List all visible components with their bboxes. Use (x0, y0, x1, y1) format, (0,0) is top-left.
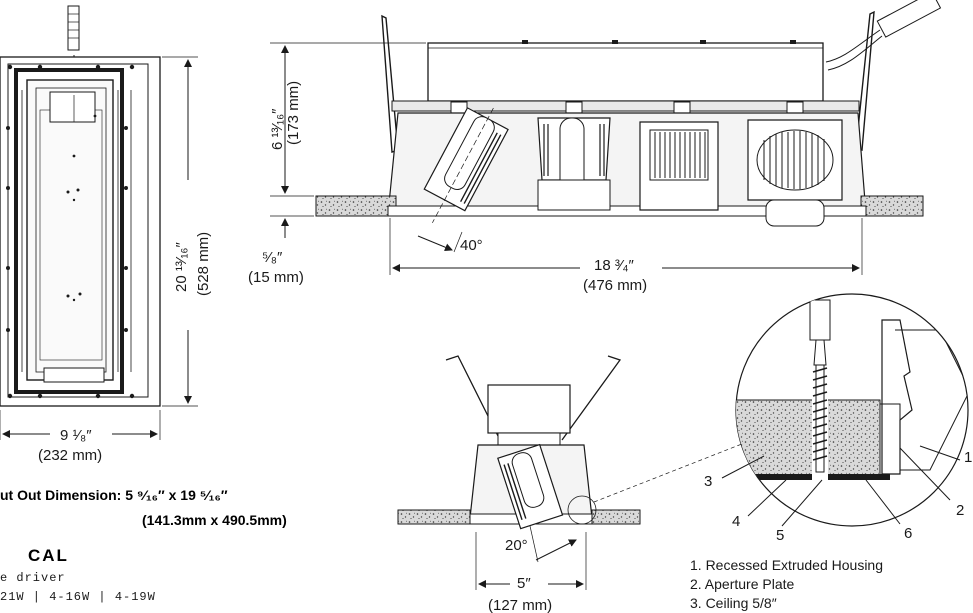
detail-callout-leaders (721, 445, 961, 527)
ceiling-right (860, 195, 924, 217)
end-width-in: 5″ (517, 575, 531, 592)
electrical-title: CAL (28, 546, 69, 565)
end-ceiling-left (397, 509, 471, 525)
parts-legend: 1. Recessed Extruded Housing 2. Aperture… (690, 557, 883, 611)
side-view: 6 ¹³⁄₁₆″ (173 mm) ⁵⁄₈″ (15 mm) 40° 18 ³⁄… (248, 0, 942, 294)
end-width-mm: (127 mm) (488, 597, 552, 613)
housing-fins (21, 90, 132, 372)
tilted-module-40 (423, 107, 509, 224)
side-view-length-dimension: 18 ³⁄₄″ (476 mm) (389, 218, 863, 294)
legend-item-1: 1. Recessed Extruded Housing (690, 557, 883, 573)
callout-1: 1 (964, 449, 972, 466)
top-view-width-mm: (232 mm) (38, 447, 102, 464)
callout-4: 4 (732, 513, 740, 530)
detail-view: 3 4 5 6 2 1 (704, 293, 972, 544)
side-connector (825, 0, 942, 71)
tilt-angle-40: 40° (417, 231, 483, 254)
module-3 (639, 121, 719, 211)
ceiling-left (315, 195, 397, 217)
cut-out-dimension-mm: (141.3mm x 490.5mm) (142, 512, 287, 528)
electrical-driver: e driver (0, 571, 66, 585)
end-ceiling-right (591, 509, 641, 525)
ceiling-thickness-mm: (15 mm) (248, 269, 304, 286)
callout-6: 6 (904, 525, 912, 542)
top-view-height-mm: (528 mm) (195, 232, 212, 296)
callout-5: 5 (776, 527, 784, 544)
side-view-height-dimension: 6 ¹³⁄₁₆″ (173 mm) ⁵⁄₈″ (15 mm) (248, 42, 426, 286)
callout-3: 3 (704, 473, 712, 490)
tilted-module-20 (497, 443, 564, 530)
side-length-mm: (476 mm) (583, 277, 647, 294)
electrical-wattages: 21W | 4-16W | 4-19W (0, 590, 156, 604)
top-view: 20 ¹³⁄₁₆″ (528 mm) 9 ¹⁄₈″ (232 mm) (0, 5, 212, 464)
mounting-screws (6, 64, 135, 399)
side-length-in: 18 ³⁄₄″ (594, 257, 634, 274)
ceiling-thickness-in: ⁵⁄₈″ (262, 249, 283, 266)
top-view-width-in: 9 ¹⁄₈″ (60, 427, 92, 444)
top-view-height-dimension: 20 ¹³⁄₁₆″ (528 mm) (162, 56, 212, 407)
side-height-in: 6 ¹³⁄₁₆″ (269, 108, 286, 150)
driver-box (49, 91, 96, 123)
top-view-height-in: 20 ¹³⁄₁₆″ (173, 242, 190, 292)
module-2 (537, 117, 611, 211)
tilt-angle-20-label: 20° (505, 537, 528, 554)
driver-housing (427, 42, 824, 102)
side-height-mm: (173 mm) (285, 81, 302, 145)
top-view-width-dimension: 9 ¹⁄₈″ (232 mm) (0, 410, 161, 464)
legend-item-3: 3. Ceiling 5/8″ (690, 595, 777, 611)
callout-2: 2 (956, 502, 964, 519)
module-4 (747, 119, 843, 227)
legend-item-2: 2. Aperture Plate (690, 576, 795, 592)
cut-out-dimension: ut Out Dimension: 5 ⁹⁄₁₆″ x 19 ⁵⁄₁₆″ (0, 487, 228, 503)
end-view: 20° 5″ (127 mm) (397, 355, 753, 613)
tilt-angle-40-label: 40° (460, 237, 483, 254)
